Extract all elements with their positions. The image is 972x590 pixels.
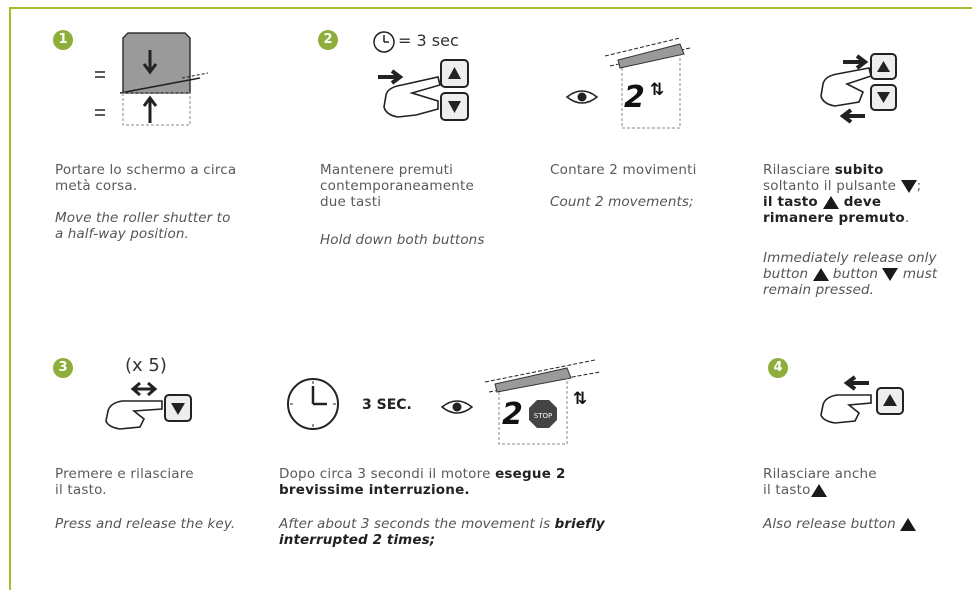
step-1-badge: 1 xyxy=(53,30,73,50)
eye-icon xyxy=(565,90,599,104)
step-1-it-line2: metà corsa. xyxy=(55,178,138,194)
up-triangle-icon xyxy=(812,267,829,281)
step-2b-en-line1: Count 2 movements; xyxy=(550,194,694,210)
step-3b-en-line2: interrupted 2 times; xyxy=(279,532,436,548)
roller-shutter-half-icon xyxy=(95,32,209,126)
roller-shutter-count-icon xyxy=(604,37,691,129)
down-triangle-icon xyxy=(900,179,917,193)
step-2b-it-line1: Contare 2 movimenti xyxy=(550,162,697,178)
three-sec-label: 3 SEC. xyxy=(362,397,412,413)
count-2-number: 2 xyxy=(624,80,645,115)
step-1-en-line1: Move the roller shutter to xyxy=(55,210,231,226)
step-2c-en-line2: button button must xyxy=(763,266,938,282)
clock-icon xyxy=(373,31,395,53)
step-3b-en-line1: After about 3 seconds the movement is br… xyxy=(279,516,605,532)
step-2-it-line2: contemporaneamente xyxy=(320,178,474,194)
up-triangle-icon xyxy=(810,483,827,497)
frame-top-border xyxy=(9,7,972,9)
step-2-timer: = 3 sec xyxy=(398,31,459,50)
down-triangle-icon xyxy=(882,267,899,281)
up-down-arrows-icon: ⇅ xyxy=(650,80,665,100)
step-4-badge: 4 xyxy=(768,358,788,378)
step-2-it-line3: due tasti xyxy=(320,194,382,210)
step-4-it-line2: il tasto xyxy=(763,482,827,498)
step-3-it-line1: Premere e rilasciare xyxy=(55,466,194,482)
step-3-repeat: (x 5) xyxy=(125,355,167,376)
step-2-en-line1: Hold down both buttons xyxy=(320,232,485,248)
step-3-it-line2: il tasto. xyxy=(55,482,107,498)
step-1-it-line1: Portare lo schermo a circa xyxy=(55,162,237,178)
roller-shutter-stop-icon xyxy=(484,359,601,445)
step-2-it-line1: Mantenere premuti xyxy=(320,162,454,178)
clock-large-icon xyxy=(287,378,339,430)
step-2-badge: 2 xyxy=(318,30,338,50)
step-2c-it-line2: soltanto il pulsante ; xyxy=(763,178,922,194)
step-4-it-line1: Rilasciare anche xyxy=(763,466,877,482)
hand-up-button-icon xyxy=(820,53,897,124)
stop-sign-icon: STOP xyxy=(529,400,557,428)
hand-release-up-button-icon xyxy=(820,375,904,424)
step-3b-it-line1: Dopo circa 3 secondi il motore esegue 2 xyxy=(279,466,566,482)
step-3-badge: 3 xyxy=(53,358,73,378)
step-3b-it-line2: brevissime interruzione. xyxy=(279,482,470,498)
frame-left-border xyxy=(9,7,11,590)
hand-two-buttons-icon xyxy=(378,59,469,121)
hand-down-button-icon xyxy=(105,381,192,430)
step-2c-it-line3: il tasto deve xyxy=(763,194,882,210)
step-2c-it-line4: rimanere premuto. xyxy=(763,210,910,226)
eye-icon-2 xyxy=(440,400,474,414)
step-2c-it-line1: Rilasciare subito xyxy=(763,162,884,178)
count-2-stop-number: 2 xyxy=(502,397,523,432)
step-2c-en-line1: Immediately release only xyxy=(763,250,937,266)
step-4-en-line1: Also release button xyxy=(763,516,917,532)
step-1-en-line2: a half-way position. xyxy=(55,226,189,242)
up-triangle-icon xyxy=(900,517,917,531)
step-2c-en-line3: remain pressed. xyxy=(763,282,875,298)
up-down-arrows-icon-2: ⇅ xyxy=(573,389,588,409)
stop-sign-text: STOP xyxy=(534,412,552,420)
step-3-en-line1: Press and release the key. xyxy=(55,516,236,532)
up-triangle-icon xyxy=(822,195,839,209)
